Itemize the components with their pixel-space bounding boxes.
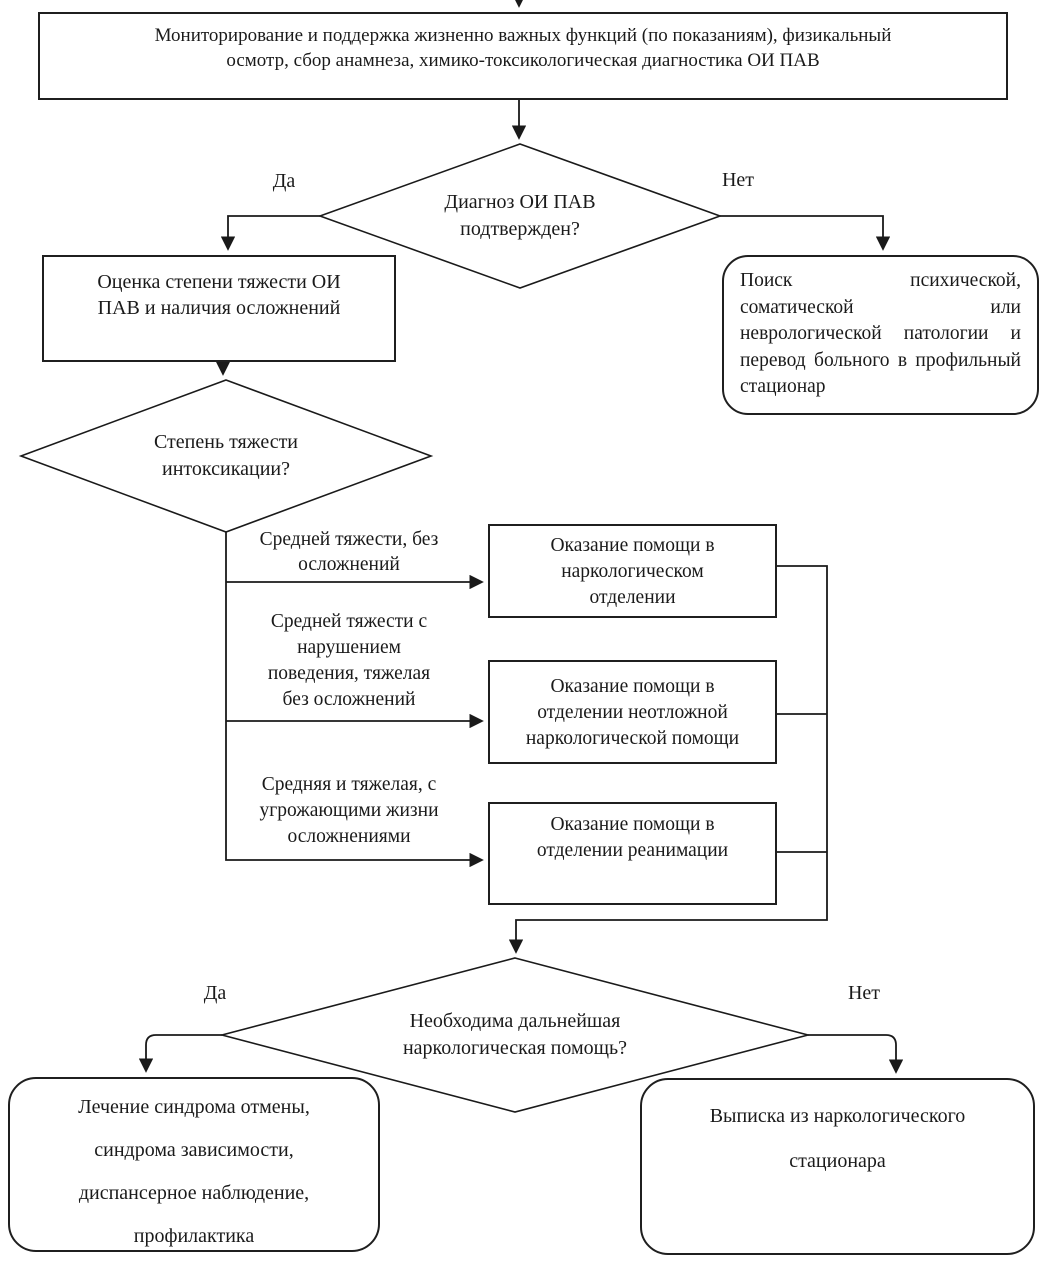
further-care-diamond-text: Необходима дальнейшая наркологическая по… bbox=[402, 1010, 628, 1059]
branch-label-moderate-behavior: Средней тяжести с нарушением поведения, … bbox=[267, 611, 431, 710]
yes-label-further-care: Да bbox=[203, 982, 227, 1004]
yes-label-diagnosis: Да bbox=[272, 170, 296, 192]
severity-diamond-text: Степень тяжести интоксикации? bbox=[153, 431, 299, 480]
diagnosis-diamond-text: Диагноз ОИ ПАВ подтвержден? bbox=[444, 191, 596, 240]
narcology-dept-box: Оказание помощи в наркологическом отделе… bbox=[488, 524, 777, 618]
withdrawal-treatment-box: Лечение синдрома отмены, синдрома зависи… bbox=[8, 1077, 380, 1252]
no-label-diagnosis: Нет bbox=[721, 169, 755, 191]
branch-label-severe: Средняя и тяжелая, с угрожающими жизни о… bbox=[259, 774, 439, 847]
diagnosis-diamond bbox=[317, 143, 723, 289]
icu-dept-box: Оказание помощи в отделении реанимации bbox=[488, 802, 777, 905]
emergency-dept-box: Оказание помощи в отделении неотложной н… bbox=[488, 660, 777, 764]
no-label-further-care: Нет bbox=[847, 982, 881, 1004]
no2-elbow-arrow bbox=[808, 1034, 904, 1074]
yes2-elbow-arrow bbox=[138, 1034, 222, 1073]
severity-trunk-and-branch3-arrow bbox=[225, 532, 484, 868]
no1-elbow-arrow bbox=[720, 215, 891, 251]
yes1-elbow-arrow bbox=[220, 215, 320, 251]
monitoring-box: Мониторирование и поддержка жизненно важ… bbox=[38, 12, 1008, 100]
pathology-transfer-box: Поиск психической, соматической или невр… bbox=[722, 255, 1039, 415]
discharge-box: Выписка из наркологического стационара bbox=[640, 1078, 1035, 1255]
further-care-diamond bbox=[218, 957, 812, 1113]
assessment-box: Оценка степени тяжести ОИ ПАВ и наличия … bbox=[42, 255, 396, 362]
collector-line-arrow bbox=[508, 565, 828, 954]
branch-label-moderate: Средней тяжести, без осложнений bbox=[259, 529, 439, 575]
